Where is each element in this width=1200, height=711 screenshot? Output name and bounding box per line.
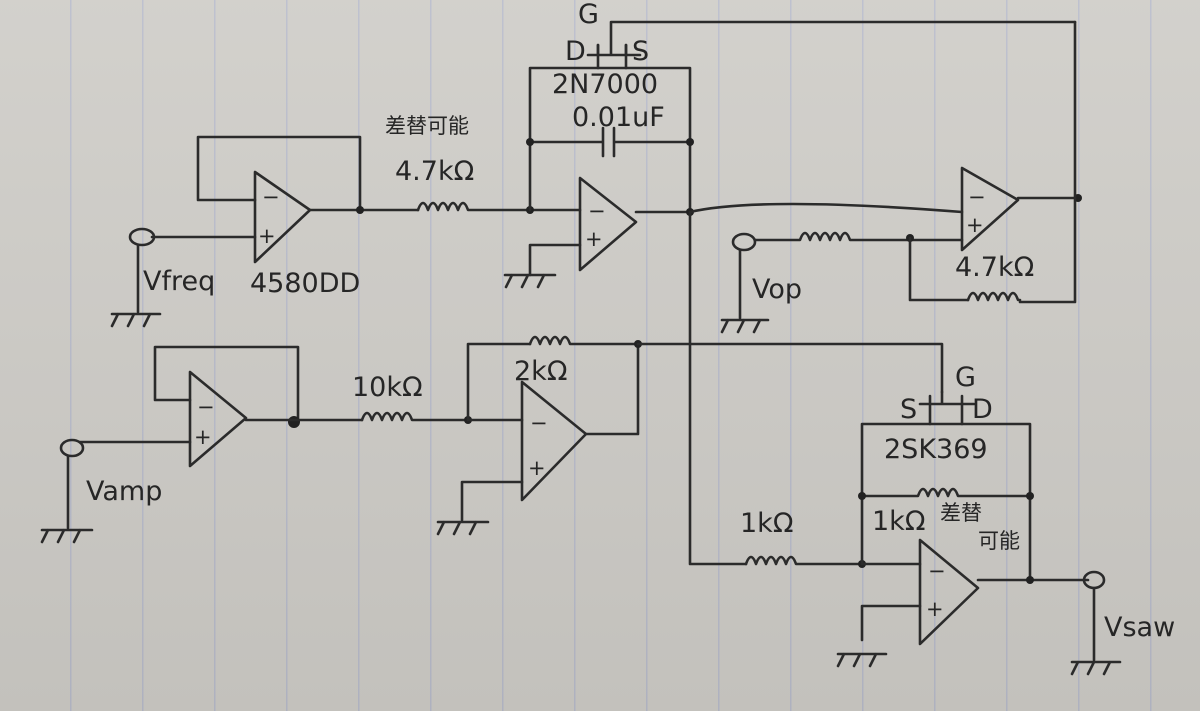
ground-symbol-vfreq	[110, 312, 162, 328]
mosfet-top-gate-label: G	[578, 0, 599, 30]
opamp-1-plus: +	[258, 224, 276, 248]
opamp-4-vamp-buffer: − +	[188, 370, 248, 468]
junction-dot	[858, 492, 866, 500]
opamp-4-minus: −	[197, 395, 215, 419]
opamp-6-plus-ground-wire	[860, 604, 922, 642]
junction-dot	[1026, 576, 1034, 584]
opamp-2-integrator: − +	[578, 176, 638, 272]
resistor-4k7-right	[966, 291, 1022, 302]
opamp-6-output: − +	[918, 538, 980, 646]
opamp-1-feedback-wire	[196, 135, 362, 212]
ground-symbol-integrator	[503, 273, 557, 289]
mosfet-bottom-part-label: 2SK369	[884, 434, 988, 465]
amp-to-gate-wire	[636, 342, 944, 394]
mosfet-2sk369	[918, 390, 976, 426]
vsaw-label: Vsaw	[1104, 612, 1175, 643]
comparator-hysteresis-wire	[908, 236, 970, 302]
opamp-part-label: 4580DD	[250, 268, 360, 299]
capacitor-0.01uF	[528, 126, 692, 158]
mosfet-top-drain-label: D	[565, 36, 586, 67]
resistor-2k	[528, 335, 640, 436]
junction-dot	[686, 138, 694, 146]
junction-dot	[288, 416, 300, 428]
opamp-6-minus: −	[928, 559, 946, 583]
vop-label: Vop	[752, 274, 802, 305]
opamp-4-plus: +	[194, 425, 212, 449]
resistor-vop	[754, 231, 964, 242]
ground-symbol-vsaw	[1070, 660, 1122, 676]
vamp-label: Vamp	[86, 476, 162, 507]
vop-terminal	[731, 232, 757, 252]
vfreq-label: Vfreq	[143, 266, 215, 297]
opamp-6-plus: +	[926, 597, 944, 621]
opamp-3-comparator: − +	[960, 166, 1020, 252]
resistor-2k-label: 2kΩ	[514, 356, 567, 387]
vfreq-terminal	[128, 227, 156, 247]
mosfet-2n7000	[586, 20, 1077, 70]
opamp-4-feedback-wire	[153, 345, 300, 424]
opamp-5-feedback-wire	[466, 342, 532, 422]
junction-dot	[526, 138, 534, 146]
opamp-3-minus: −	[968, 185, 986, 209]
integrator-plus-ground-wire	[528, 243, 582, 277]
mosfet-top-source-label: S	[632, 36, 649, 67]
opamp-2-plus: +	[585, 227, 603, 251]
mosfet-top-part-label: 2N7000	[552, 69, 658, 100]
resistor-1k-left-label: 1kΩ	[740, 508, 793, 539]
resistor-10k-label: 10kΩ	[352, 372, 423, 403]
resistor-4k7-top-label: 4.7kΩ	[395, 156, 474, 187]
vamp-terminal	[59, 438, 85, 458]
resistor-1k-left	[744, 555, 864, 566]
comparator-minus-wire	[688, 202, 964, 214]
ground-symbol-vamp	[40, 528, 94, 544]
resistor-swappable-note: 差替可能	[385, 114, 469, 138]
gate-feedback-wire	[1018, 20, 1077, 304]
opamp-3-plus: +	[966, 213, 984, 237]
opamp-1-minus: −	[262, 185, 280, 209]
opamp-5-minus: −	[530, 411, 548, 435]
resistor-1k-feedback	[860, 487, 1032, 498]
integrator-to-output-wire	[688, 210, 748, 566]
ground-symbol-inverter	[436, 520, 490, 536]
resistor-4k7-top	[416, 201, 532, 212]
capacitor-value-label: 0.01uF	[572, 102, 665, 133]
resistor-4k7-right-label: 4.7kΩ	[955, 252, 1034, 283]
ground-symbol-vop	[720, 318, 770, 334]
mosfet-bottom-source-label: S	[900, 394, 917, 425]
opamp-5-plus-ground-wire	[460, 480, 524, 522]
opamp-1-vfreq-buffer: − +	[253, 170, 312, 264]
resistor-1k-feedback-label: 1kΩ	[872, 506, 925, 537]
opamp-5-plus: +	[528, 456, 546, 480]
junction-dot	[1026, 492, 1034, 500]
mosfet-bottom-drain-label: D	[972, 394, 993, 425]
opamp-2-minus: −	[588, 199, 606, 223]
resistor-1k-swappable-note-1: 差替	[940, 501, 982, 525]
ground-symbol-output	[836, 652, 888, 668]
resistor-10k	[360, 411, 470, 422]
junction-dot	[356, 206, 364, 214]
mosfet-bottom-gate-label: G	[955, 362, 976, 393]
opamp-5-inverter: − +	[520, 380, 588, 502]
resistor-1k-swappable-note-2: 可能	[978, 529, 1020, 553]
